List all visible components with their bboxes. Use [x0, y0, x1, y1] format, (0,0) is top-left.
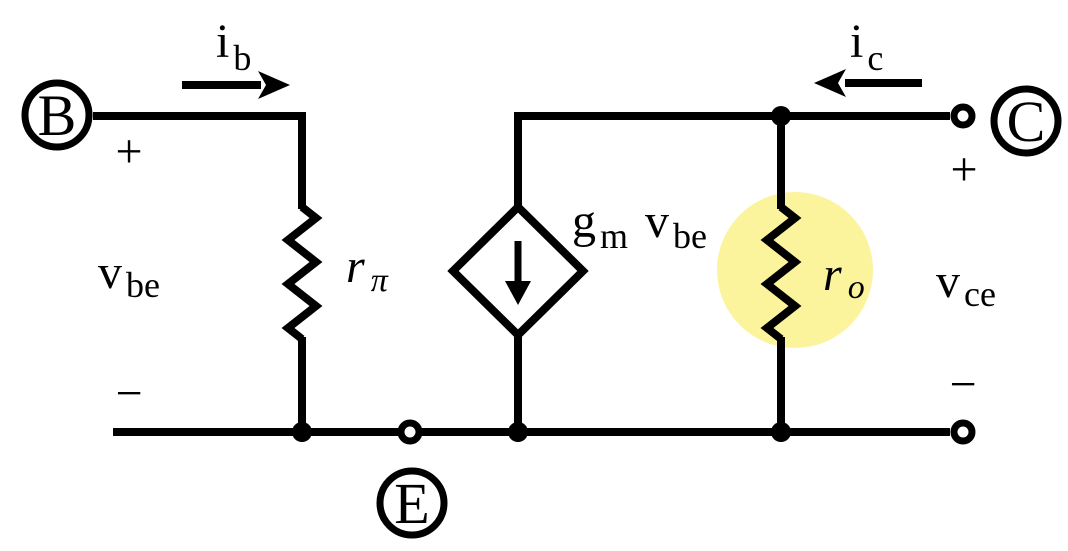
wire-collector-rail [514, 112, 950, 209]
rpi-label: r π [346, 240, 389, 299]
ic-arrowhead [814, 69, 846, 97]
dependent-source-arrowhead [505, 281, 531, 305]
resistor-rpi [281, 203, 323, 343]
terminal-circle-emitter [376, 467, 448, 539]
terminal-label-base: B [38, 83, 77, 148]
junction-dot-source [508, 422, 528, 442]
junction-dot-ro-bottom [771, 422, 791, 442]
vce-plus-sign: + [950, 143, 977, 196]
bottom-right-node-terminal [950, 419, 976, 445]
ro-highlight-circle [717, 192, 873, 348]
terminal-label-emitter: E [394, 471, 429, 536]
vbe-plus-sign: + [115, 125, 142, 178]
vce-voltage-label: v ce [936, 255, 996, 314]
wire-base-to-rpi [93, 112, 306, 209]
terminal-label-collector: C [1007, 89, 1046, 154]
junction-dot-rpi [292, 422, 312, 442]
resistor-ro [760, 203, 802, 343]
vbe-minus-sign: − [115, 367, 142, 420]
vce-minus-sign: − [949, 358, 976, 411]
terminal-circle-collector [990, 85, 1062, 157]
emitter-node-terminal [397, 419, 423, 445]
ib-current-label: i b [216, 15, 251, 78]
collector-node-terminal [950, 103, 976, 129]
vbe-voltage-label: v be [98, 246, 160, 305]
gm-vbe-source-label: g m v be [572, 195, 707, 256]
ro-label: r o [823, 248, 865, 306]
ic-current-label: i c [850, 15, 883, 78]
terminal-circle-base [21, 79, 93, 151]
ib-arrowhead [258, 71, 290, 99]
junction-dot-ro-top [771, 106, 791, 126]
